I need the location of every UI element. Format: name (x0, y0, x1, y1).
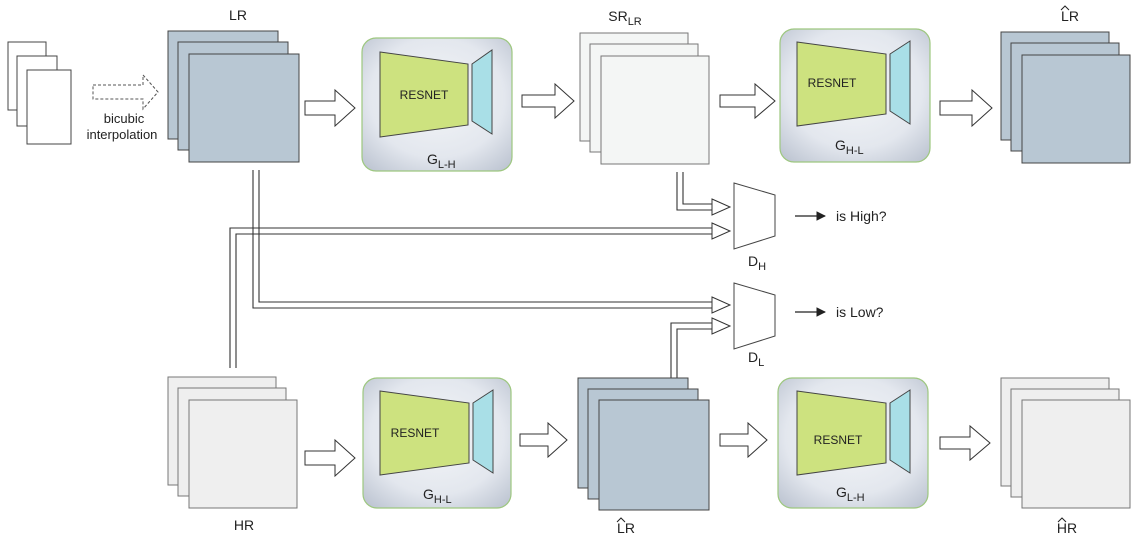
hr-hat-bottom-label: HR (1057, 520, 1077, 536)
discriminator-l-label: DL (748, 349, 764, 369)
hat-mark-bottom-hr (1057, 517, 1067, 523)
lr-top-label: LR (229, 7, 247, 23)
hat-mark-bottom-lr (616, 517, 626, 523)
hollow-arrow-5 (304, 438, 356, 478)
hr-hat-image-stack-bottom (1000, 377, 1131, 509)
hollow-arrow-2 (521, 82, 575, 120)
is-low-label: is Low? (836, 304, 884, 320)
resnet-label-3: RESNET (391, 426, 440, 440)
generator-hl-bottom (362, 377, 512, 509)
resnet-label-2: RESNET (808, 76, 857, 90)
discriminator-input-arrows (711, 198, 732, 335)
sr-lr-label: SRLR (608, 8, 642, 28)
hr-bottom-label: HR (234, 517, 254, 533)
discriminator-h (733, 182, 776, 250)
double-line-connectors (229, 170, 712, 378)
hollow-arrow-4 (939, 88, 993, 128)
discriminator-h-label: DH (748, 253, 766, 273)
generator-hl-bottom-label: GH-L (423, 486, 452, 506)
input-image-stack (7, 41, 72, 145)
hollow-arrow-3 (719, 82, 776, 120)
hr-image-stack-bottom (167, 376, 298, 509)
hollow-arrow-8 (939, 424, 991, 462)
lr-hat-bottom-label: LR (617, 520, 635, 536)
resnet-label-1: RESNET (400, 88, 449, 102)
is-high-label: is High? (836, 208, 887, 224)
bicubic-label-line2: interpolation (87, 127, 158, 142)
lr-image-stack-top (167, 30, 300, 163)
generator-lh-top (361, 37, 513, 172)
lr-hat-top-label: LR (1061, 8, 1079, 24)
hollow-arrow-1 (304, 88, 356, 128)
discriminator-l (733, 282, 776, 350)
bicubic-label-line1: bicubic (104, 111, 145, 126)
resnet-label-4: RESNET (814, 433, 863, 447)
generator-lh-bottom (777, 377, 929, 509)
hat-mark-top (1060, 5, 1070, 11)
lr-hat-image-stack-bottom (577, 377, 710, 511)
generator-hl-top-label: GH-L (835, 137, 864, 157)
hollow-arrow-7 (719, 421, 768, 459)
sr-image-stack (579, 32, 710, 165)
generator-lh-top-label: GL-H (427, 151, 456, 171)
generator-hl-top (779, 28, 931, 163)
bicubic-dashed-arrow (92, 73, 159, 111)
hollow-arrow-6 (519, 421, 568, 459)
generator-lh-bottom-label: GL-H (836, 484, 865, 504)
lr-hat-image-stack-top (1000, 31, 1131, 164)
